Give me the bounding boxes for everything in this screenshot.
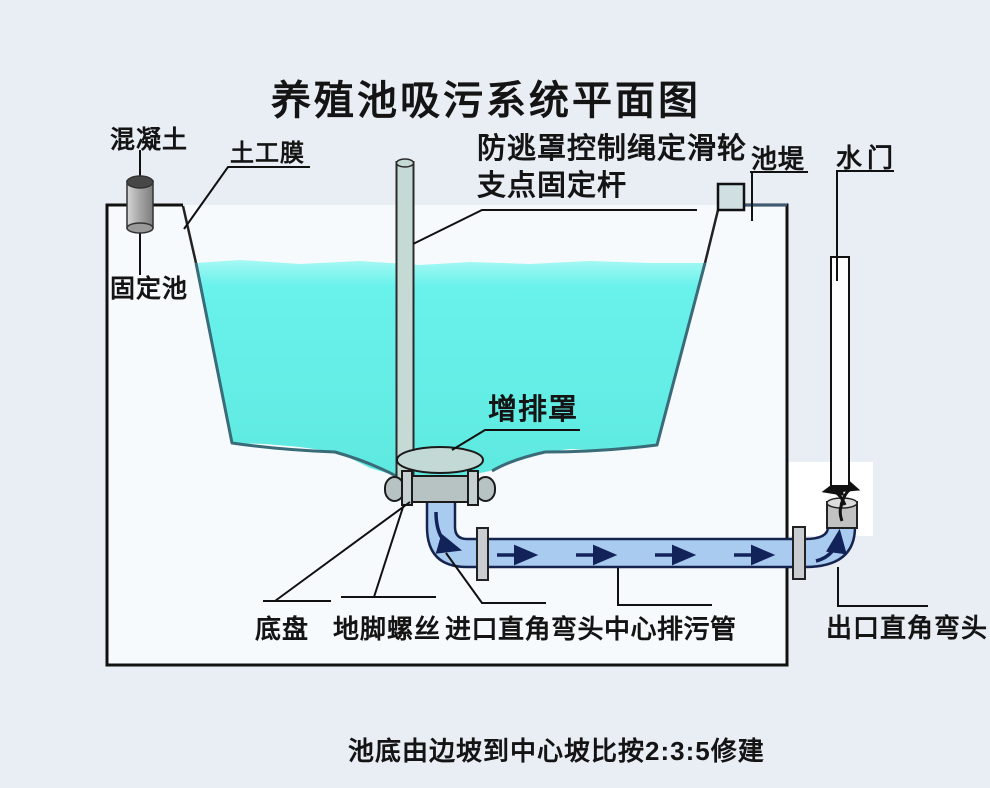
suction-assembly [384,446,496,506]
splash-arrows [821,475,861,522]
label-fixed-pond: 固定池 [110,275,189,303]
pulley-box [716,182,746,212]
slope-ratio-note: 池底由边坡到中心坡比按2:3:5修建 [348,736,765,766]
label-pond-embankment: 池堤 [751,144,806,174]
suction-cover-disc [396,446,484,474]
inlet-flange [476,527,489,581]
water-body [181,205,720,479]
label-concrete: 混凝土 [110,126,189,154]
outlet-flange [792,526,806,580]
label-suction-cover: 增排罩 [488,394,579,426]
fulcrum-rod-leader [412,209,697,245]
diagram-title: 养殖池吸污系统平面图 [271,79,701,123]
water-gate-standpipe [830,256,850,487]
label-fulcrum-rod: 支点固定杆 [477,170,628,202]
leader-lines [183,166,928,607]
label-escape-cover-pulley: 防逃罩控制绳定滑轮 [477,133,748,165]
flow-arrows [434,511,847,566]
outlet-cap [821,475,861,529]
label-water-gate: 水门 [836,143,899,173]
label-anchor-bolts: 地脚螺丝 [333,614,442,644]
label-inlet-elbow-center-drain: 进口直角弯头中心排污管 [445,614,737,644]
label-geomembrane: 土工膜 [230,140,305,167]
concrete-anchor [126,150,154,275]
center-pole [395,158,415,493]
label-base-plate: 底盘 [255,614,310,644]
label-outlet-elbow: 出口直角弯头 [826,613,989,643]
